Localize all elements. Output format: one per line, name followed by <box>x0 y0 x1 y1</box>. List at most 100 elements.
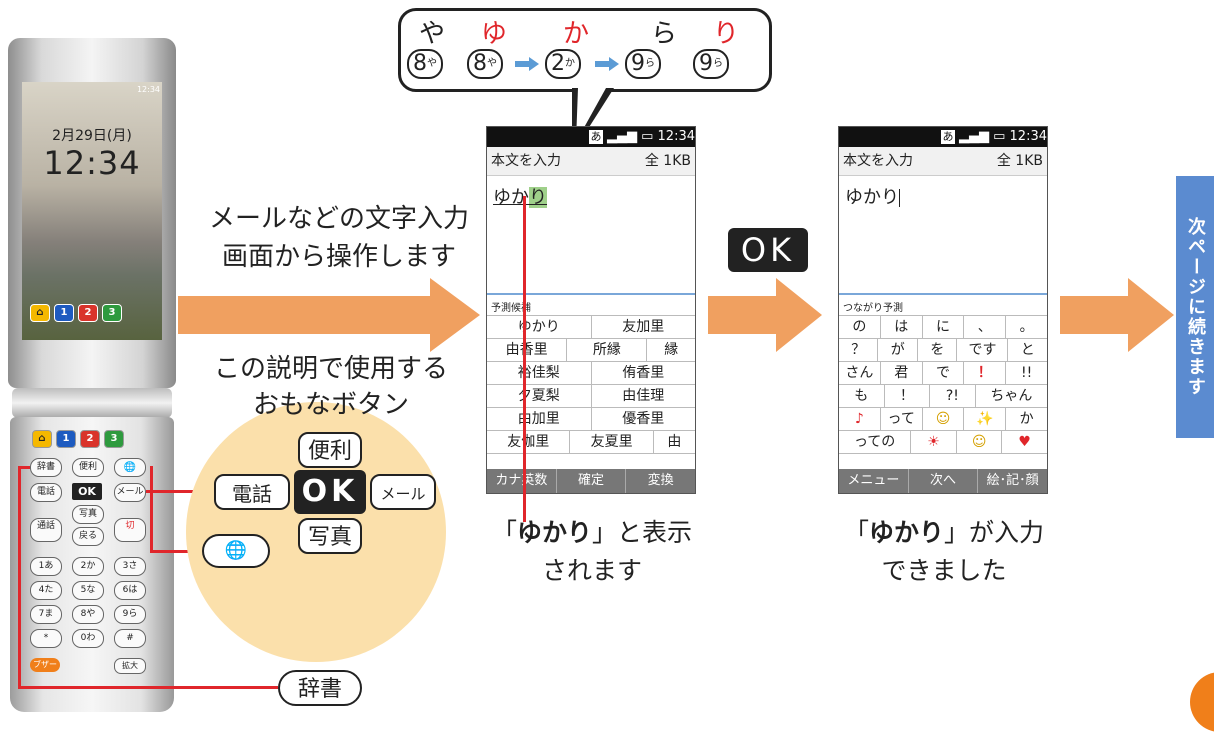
softkey-emoji[interactable]: 絵･記･顔 <box>986 473 1039 488</box>
result-caption-2: 「ゆかり」が入力 <box>843 518 1045 547</box>
prediction[interactable]: も <box>839 385 885 407</box>
prediction[interactable]: 。 <box>1019 319 1034 335</box>
num-key-7[interactable]: 7ま <box>30 605 62 624</box>
callout-key-4: 9ら <box>625 49 661 79</box>
dpad-left-call[interactable]: 電話 <box>214 474 290 510</box>
candidate[interactable]: 友加里 <box>622 319 665 335</box>
dpad-up-convenient[interactable]: 便利 <box>298 432 362 468</box>
candidate[interactable]: 所縁 <box>567 339 648 361</box>
candidate[interactable]: 裕佳梨 <box>487 362 592 384</box>
phone-date: 2月29日(月) <box>52 128 132 144</box>
zoom-key[interactable]: 拡大 <box>114 658 146 674</box>
prediction[interactable]: が <box>878 339 918 361</box>
globe-button[interactable]: 🌐 <box>202 534 270 568</box>
smile-icon[interactable]: ☺ <box>923 408 965 430</box>
num-key-4[interactable]: 4た <box>30 581 62 600</box>
prediction[interactable]: を <box>918 339 958 361</box>
heart-icon[interactable]: ♥ <box>1018 434 1031 450</box>
candidate[interactable]: 由佳理 <box>622 388 665 404</box>
prediction[interactable]: って <box>881 408 923 430</box>
prediction[interactable]: ？ <box>839 339 879 361</box>
next-page-tab[interactable]: 次ページに続きます <box>1176 176 1214 438</box>
softkey-kana-eisu[interactable]: カナ英数 <box>487 469 557 493</box>
candidate[interactable]: 友伽里 <box>487 431 571 453</box>
softkey-next[interactable]: 次へ <box>909 469 979 493</box>
dpad-down-photo[interactable]: 写真 <box>298 518 362 554</box>
quick-key-3: 3 <box>102 304 122 322</box>
text-area[interactable]: ゆかり <box>845 183 900 209</box>
input-mode-badge: あ <box>588 129 603 144</box>
photo-key[interactable]: 写真 <box>72 505 104 524</box>
prediction[interactable]: 、 <box>964 316 1007 338</box>
prediction[interactable]: か <box>1019 411 1034 427</box>
globe-key[interactable]: 🌐 <box>114 458 146 477</box>
num-key-3[interactable]: 3さ <box>114 557 146 576</box>
text-area[interactable]: ゆかり <box>493 183 547 209</box>
candidate[interactable]: 由 <box>667 434 682 450</box>
prediction[interactable]: ！ <box>885 385 931 407</box>
candidate[interactable]: 縁 <box>664 342 679 358</box>
dpad-right-mail[interactable]: メール <box>370 474 436 510</box>
smile-icon[interactable]: ☺ <box>957 431 1003 453</box>
music-note-icon[interactable]: ♪ <box>839 408 881 430</box>
signal-icon: ▂▄▆ ▭ <box>606 129 658 144</box>
prediction[interactable]: ちゃん <box>990 388 1033 404</box>
candidate[interactable]: 友夏里 <box>570 431 654 453</box>
prediction[interactable]: ！ <box>964 362 1007 384</box>
num-key-6[interactable]: 6は <box>114 581 146 600</box>
dictionary-button[interactable]: 辞書 <box>278 670 362 706</box>
prediction[interactable]: は <box>881 316 923 338</box>
candidate-row: 友伽里友夏里由 <box>487 431 695 454</box>
text-cursor <box>899 189 900 207</box>
back-key[interactable]: 戻る <box>72 527 104 546</box>
call-key[interactable]: 通話 <box>30 518 62 542</box>
result-caption-1: 「ゆかり」と表示 <box>491 518 693 547</box>
keypad-quick-1[interactable]: 1 <box>56 430 76 448</box>
candidate[interactable]: ゆかり <box>487 316 592 338</box>
candidate[interactable]: 由香里 <box>487 339 568 361</box>
end-key[interactable]: 切 <box>114 518 146 542</box>
softkey-convert[interactable]: 変換 <box>647 473 674 488</box>
panel-divider <box>839 293 1047 295</box>
keypad-quick-2[interactable]: 2 <box>80 430 100 448</box>
prediction[interactable]: です <box>957 339 1009 361</box>
softkey-confirm[interactable]: 確定 <box>557 469 627 493</box>
prediction[interactable]: に <box>923 316 965 338</box>
prediction[interactable]: !! <box>1020 365 1033 381</box>
dictionary-key[interactable]: 辞書 <box>30 458 62 477</box>
panel-label: 予測候補 <box>491 303 531 314</box>
dpad-ok[interactable]: OK <box>294 470 366 514</box>
prediction-row: ♪って☺✨ か <box>839 408 1047 431</box>
candidate[interactable]: 夕夏梨 <box>487 385 592 407</box>
sparkle-icon[interactable]: ✨ <box>964 408 1007 430</box>
num-key-9[interactable]: 9ら <box>114 605 146 624</box>
num-key-1[interactable]: 1あ <box>30 557 62 576</box>
num-key-hash[interactable]: # <box>114 629 146 648</box>
prediction[interactable]: さん <box>839 362 881 384</box>
callout-key-3: 2か <box>545 49 581 79</box>
keypad-quick-3[interactable]: 3 <box>104 430 124 448</box>
prediction[interactable]: と <box>1020 342 1035 358</box>
prediction[interactable]: の <box>839 316 881 338</box>
sun-icon[interactable]: ☀ <box>911 431 957 453</box>
prediction[interactable]: で <box>923 362 965 384</box>
home-key-icon[interactable]: ⌂ <box>32 430 52 448</box>
convenient-key[interactable]: 便利 <box>72 458 104 477</box>
candidate[interactable]: 由加里 <box>487 408 592 430</box>
mail-key[interactable]: メール <box>114 483 146 502</box>
candidate[interactable]: 優香里 <box>622 411 665 427</box>
ok-key[interactable]: OK <box>72 483 102 500</box>
prediction[interactable]: ?! <box>930 385 976 407</box>
num-key-0[interactable]: 0わ <box>72 629 104 648</box>
num-key-8[interactable]: 8や <box>72 605 104 624</box>
candidate[interactable]: 侑香里 <box>622 365 665 381</box>
num-key-star[interactable]: * <box>30 629 62 648</box>
prediction[interactable]: 君 <box>881 362 923 384</box>
kana-yu: ゆ <box>481 19 508 49</box>
buzzer-key[interactable]: ブザー <box>30 658 60 672</box>
prediction[interactable]: っての <box>839 431 912 453</box>
num-key-5[interactable]: 5な <box>72 581 104 600</box>
num-key-2[interactable]: 2か <box>72 557 104 576</box>
call-left-key[interactable]: 電話 <box>30 483 62 502</box>
softkey-menu[interactable]: メニュー <box>839 469 909 493</box>
